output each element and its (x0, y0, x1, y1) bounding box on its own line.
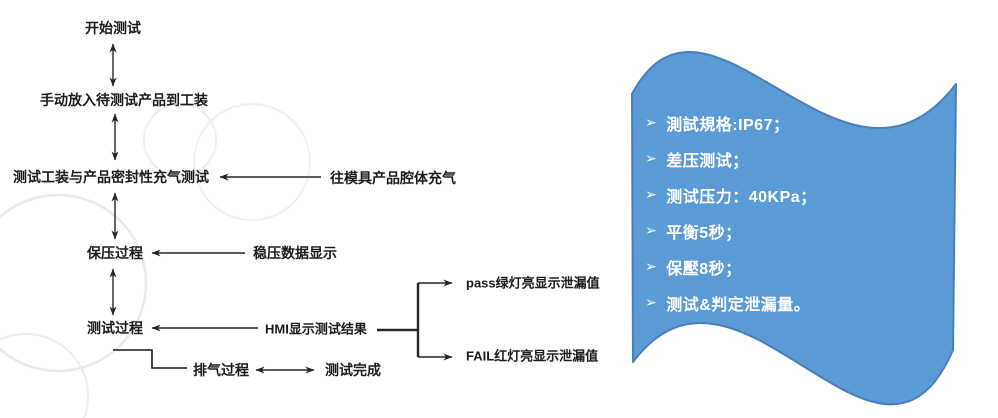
spec-item-text: 差压测试； (666, 153, 749, 170)
spec-item: ➢ 测试&判定泄漏量。 (645, 292, 817, 315)
spec-item-text: 测试&判定泄漏量。 (666, 297, 811, 314)
arrow-bullet-icon: ➢ (645, 185, 658, 202)
spec-item: ➢ 平衡5秒； (645, 220, 817, 243)
node-test-process: 测试过程 (87, 320, 143, 336)
spec-list: ➢ 測試規格:IP67； ➢ 差压测试； ➢ 测试压力：40KPa； ➢ 平衡5… (645, 112, 817, 328)
spec-item: ➢ 测试压力：40KPa； (645, 184, 817, 207)
arrow-bullet-icon: ➢ (645, 113, 658, 130)
spec-item-text: 平衡5秒； (666, 225, 742, 242)
node-test-done: 测试完成 (325, 362, 381, 378)
spec-panel: ➢ 測試規格:IP67； ➢ 差压测试； ➢ 测试压力：40KPa； ➢ 平衡5… (629, 41, 959, 409)
hmi-branch-bracket (377, 283, 420, 357)
spec-item-text: 保壓8秒； (666, 261, 742, 278)
arrow-bullet-icon: ➢ (645, 257, 658, 274)
label-pass-branch: pass绿灯亮显示泄漏值 (466, 275, 600, 291)
label-inflate-cavity: 往模具产品腔体充气 (330, 170, 456, 186)
label-stable-pressure: 稳压数据显示 (253, 245, 337, 261)
wave-shape (631, 51, 957, 406)
node-seal-inflate-test: 测试工装与产品密封性充气测试 (13, 169, 209, 185)
node-exhaust: 排气过程 (193, 362, 249, 378)
node-pressure-hold: 保压过程 (87, 245, 143, 261)
spec-item-text: 测试压力：40KPa； (666, 189, 817, 206)
node-load-product: 手动放入待测试产品到工装 (40, 92, 208, 108)
spec-item: ➢ 測試規格:IP67； (645, 112, 817, 135)
watermark-circles (0, 103, 311, 418)
arrow-bullet-icon: ➢ (645, 293, 658, 310)
node-start: 开始测试 (85, 20, 141, 36)
spec-item: ➢ 差压测试； (645, 148, 817, 171)
arrow-bullet-icon: ➢ (645, 221, 658, 238)
label-hmi-result: HMI显示测试结果 (265, 321, 367, 337)
spec-item-text: 測試規格:IP67； (666, 117, 790, 134)
step-connector-exhaust (113, 349, 187, 369)
spec-item: ➢ 保壓8秒； (645, 256, 817, 279)
label-fail-branch: FAIL红灯亮显示泄漏值 (466, 348, 599, 364)
arrow-bullet-icon: ➢ (645, 149, 658, 166)
